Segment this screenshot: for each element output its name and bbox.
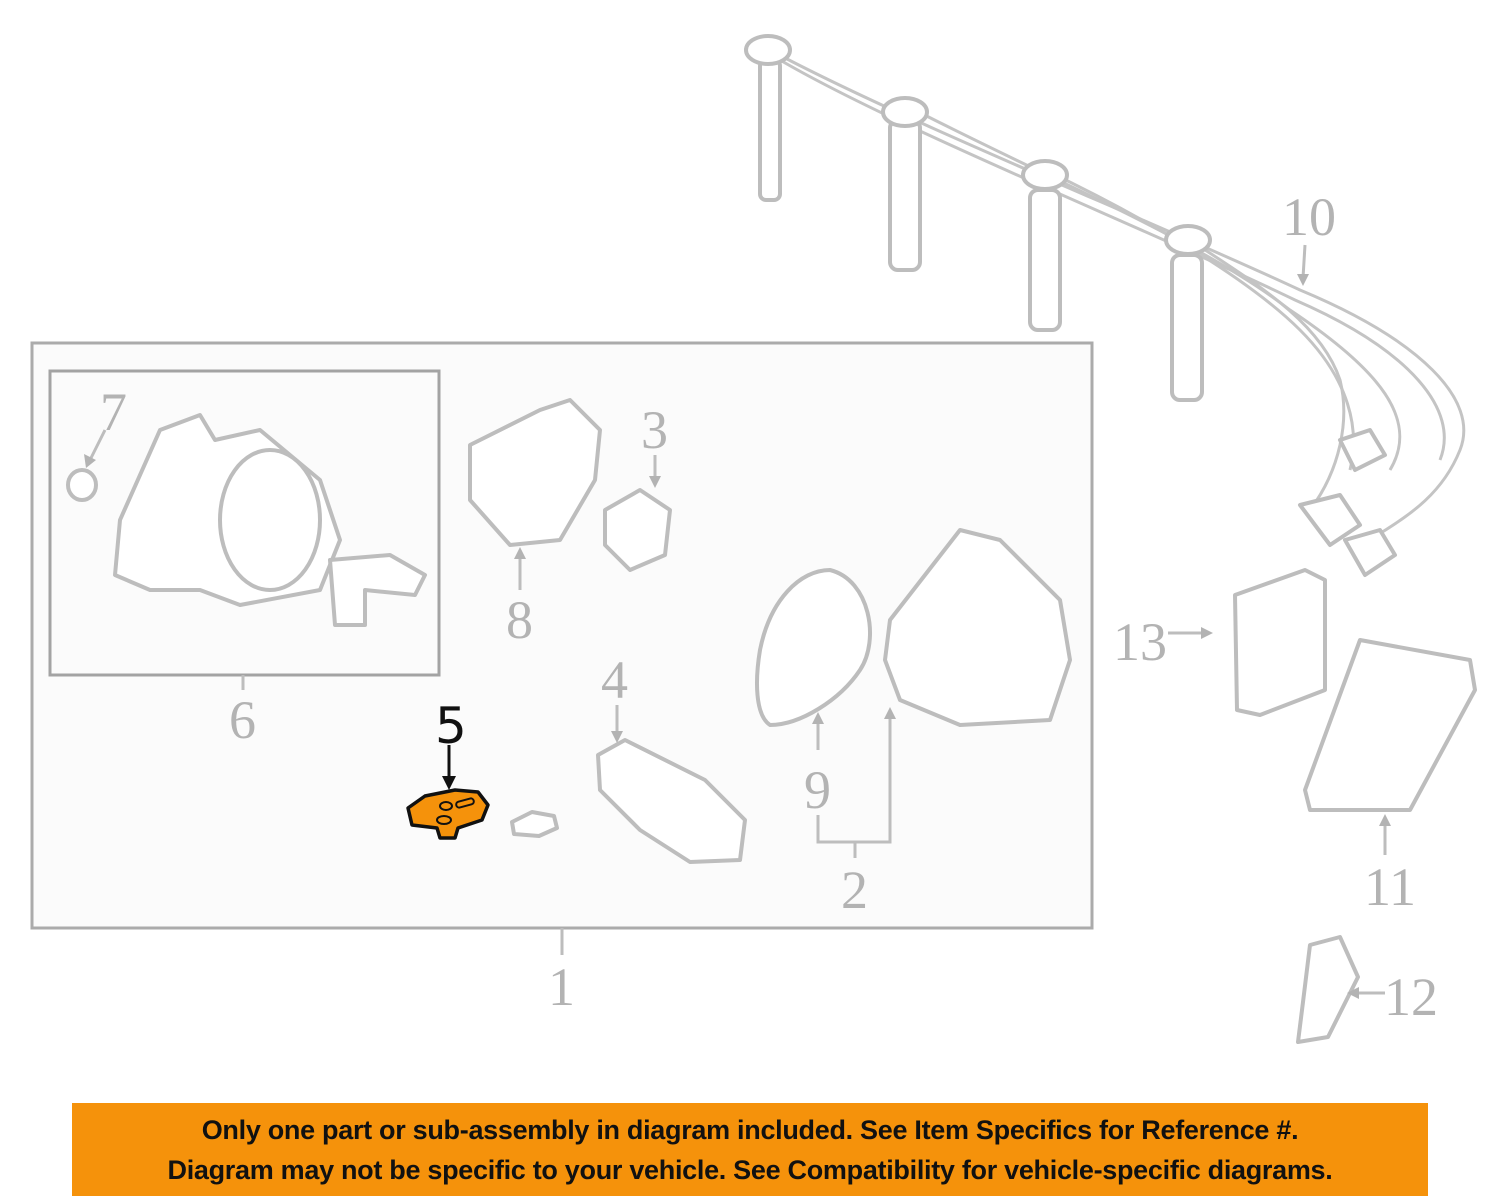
callout-6[interactable]: 6 — [229, 690, 256, 750]
callout-5[interactable]: 5 — [435, 697, 467, 755]
sensor — [1296, 935, 1360, 1044]
spark-plug-wire-set — [744, 34, 1466, 577]
engine-control-unit — [1303, 638, 1477, 812]
callout-8[interactable]: 8 — [506, 590, 533, 650]
callout-7[interactable]: 7 — [100, 382, 127, 442]
distributor-housing — [66, 413, 427, 627]
control-module — [1233, 568, 1327, 717]
callout-12[interactable]: 12 — [1384, 967, 1438, 1027]
callout-11[interactable]: 11 — [1364, 857, 1416, 917]
connector-clip — [510, 810, 559, 838]
leader-lines — [84, 244, 1391, 999]
callout-9[interactable]: 9 — [804, 760, 831, 820]
callout-10[interactable]: 10 — [1282, 187, 1336, 247]
callout-1[interactable]: 1 — [548, 957, 575, 1017]
disclaimer-line-2: Diagram may not be specific to your vehi… — [167, 1155, 1333, 1185]
distributor-cap — [883, 528, 1072, 727]
callout-3[interactable]: 3 — [641, 400, 668, 460]
distributor-cap-part — [468, 398, 602, 547]
callout-4[interactable]: 4 — [601, 650, 628, 710]
igniter — [596, 738, 747, 864]
rotor — [603, 488, 672, 572]
disclaimer-line-1: Only one part or sub-assembly in diagram… — [201, 1115, 1299, 1145]
disclaimer-banner: Only one part or sub-assembly in diagram… — [72, 1103, 1428, 1196]
callout-2[interactable]: 2 — [841, 860, 868, 920]
callout-13[interactable]: 13 — [1113, 612, 1167, 672]
cap-gasket — [755, 568, 872, 727]
highlighted-part-5 — [406, 788, 490, 840]
